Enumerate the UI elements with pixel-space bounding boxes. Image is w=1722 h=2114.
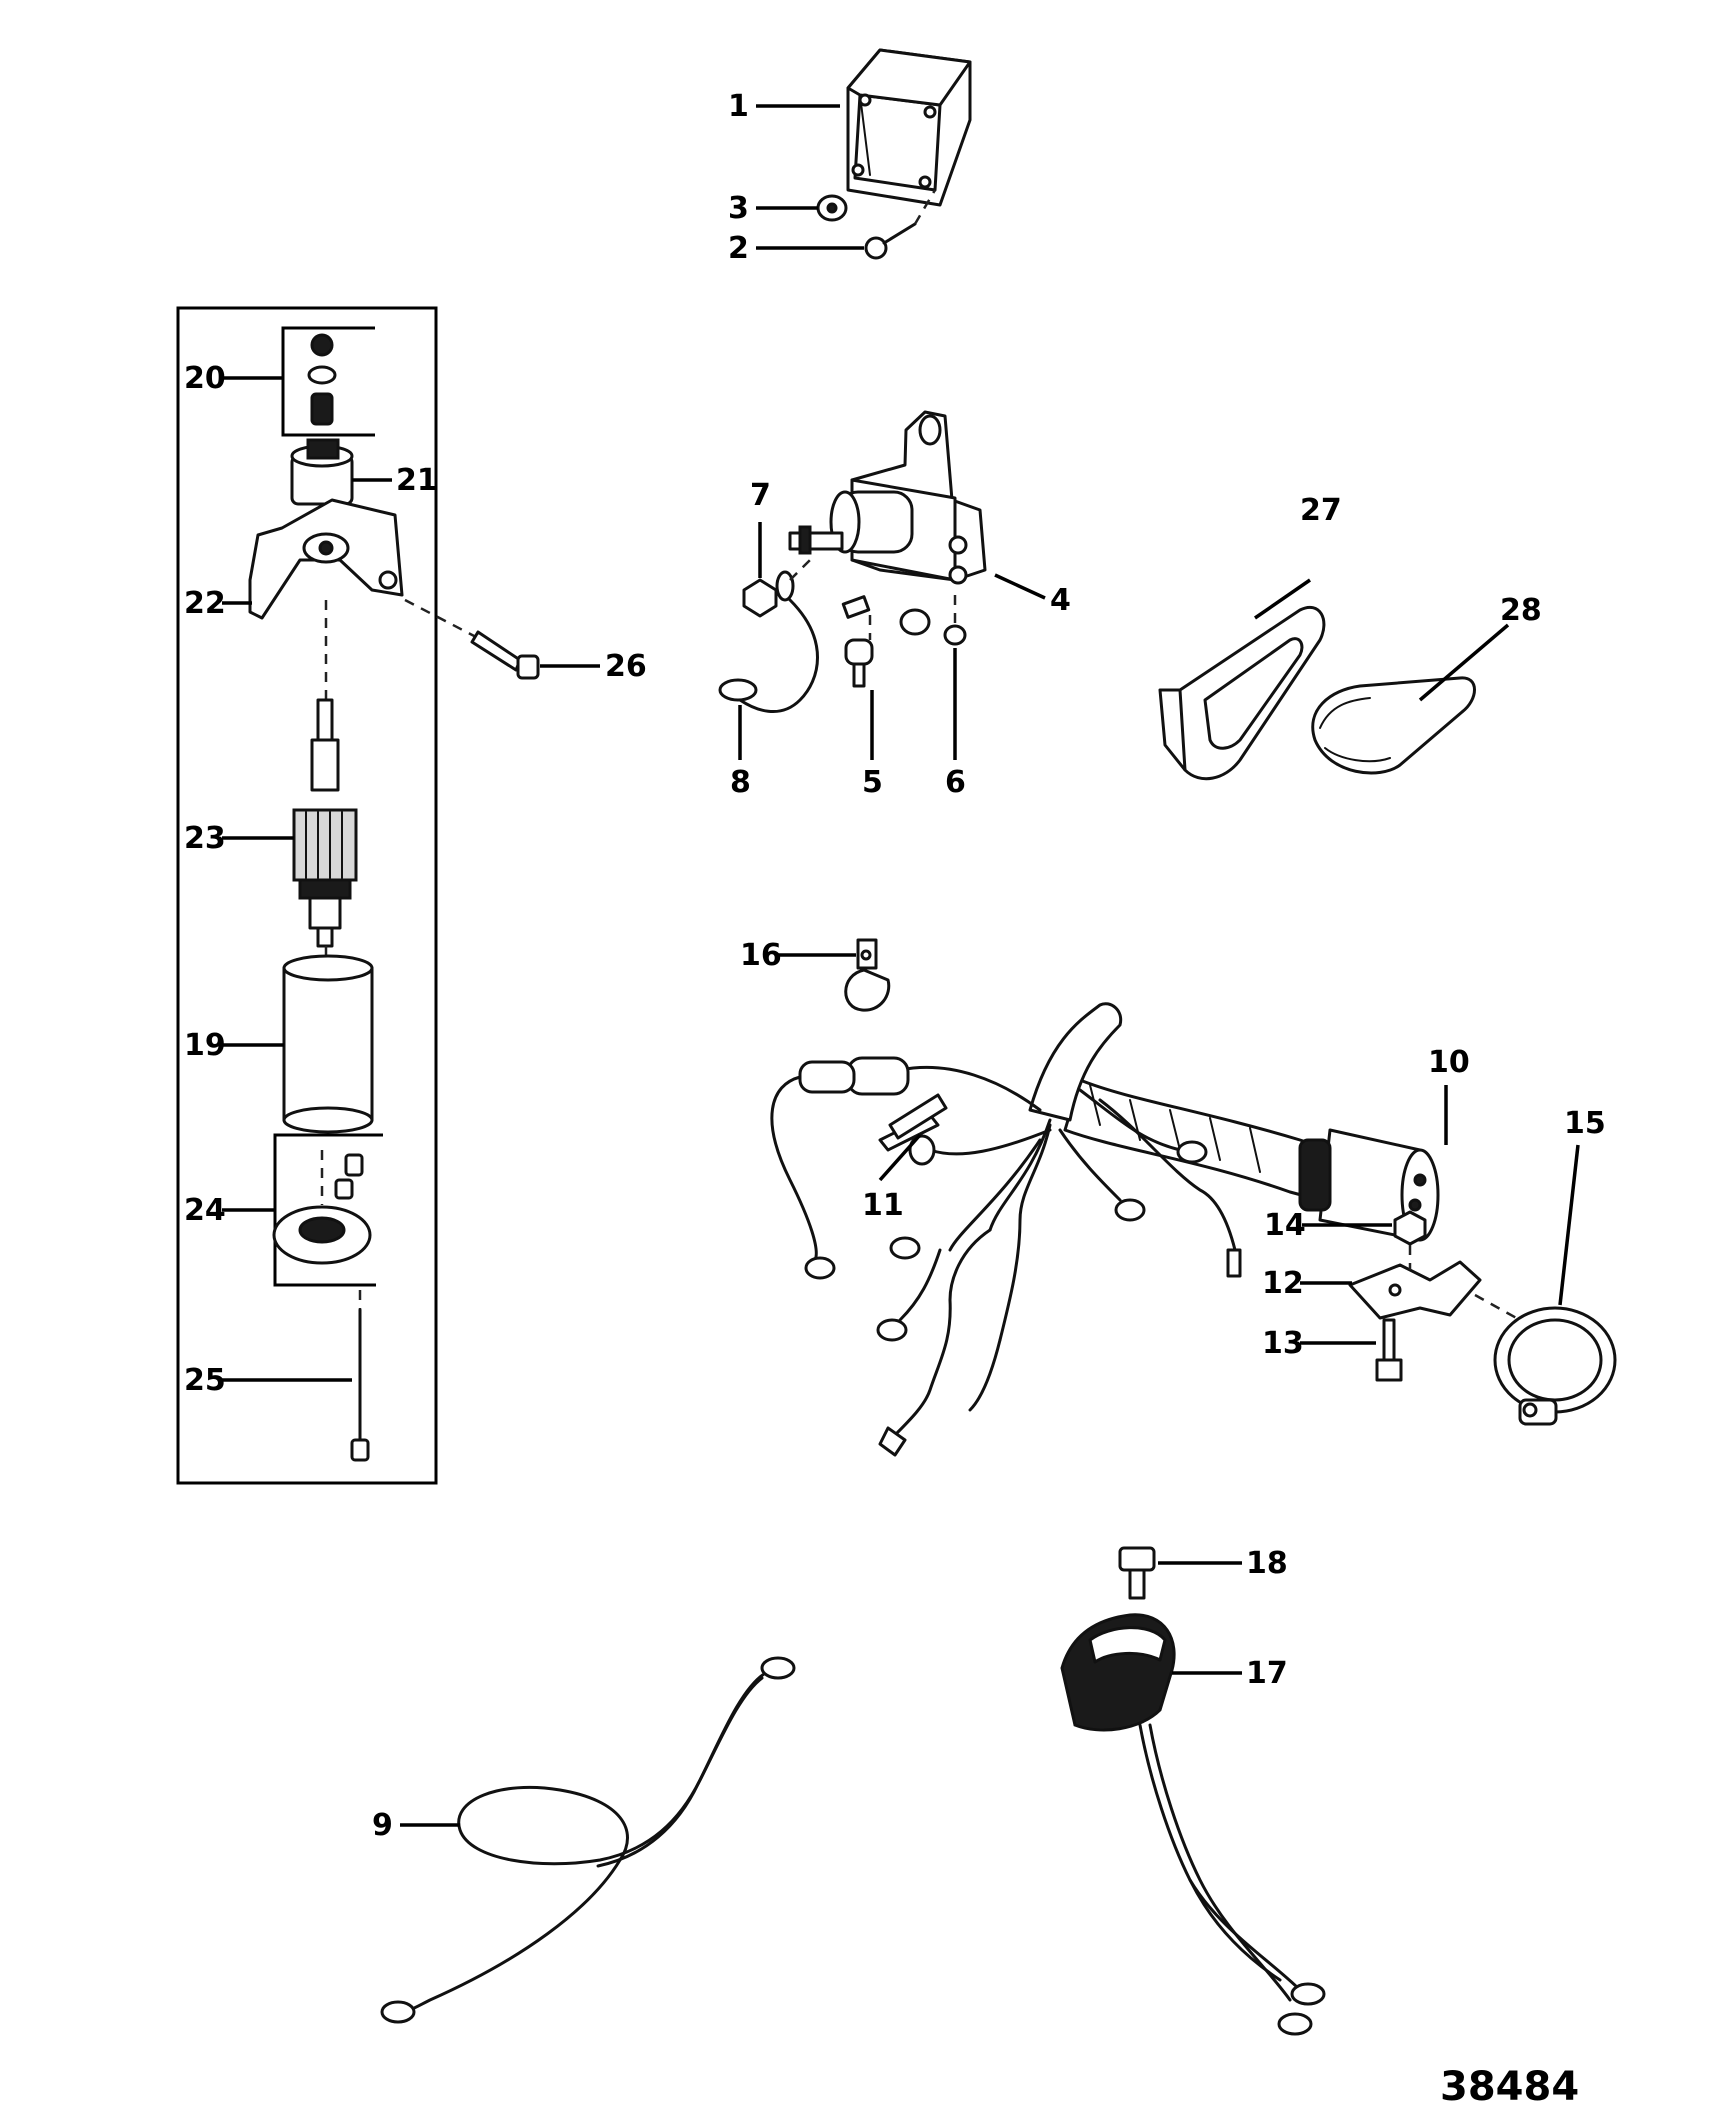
callout-18: 18 — [1246, 1546, 1288, 1581]
callout-26: 26 — [605, 649, 647, 684]
part-13-screw — [1375, 1318, 1403, 1382]
part-9-ground-wire — [380, 1656, 796, 2024]
callout-12: 12 — [1262, 1266, 1304, 1301]
callout-27: 27 — [1300, 493, 1342, 528]
callout-25: 25 — [184, 1363, 226, 1398]
callout-7: 7 — [750, 478, 771, 513]
callout-2: 2 — [728, 231, 749, 266]
part-3-washer — [816, 194, 848, 222]
callout-1: 1 — [728, 89, 749, 124]
part-27-cover-plate — [1158, 605, 1326, 781]
part-6-nut — [943, 595, 967, 646]
callout-16: 16 — [740, 938, 782, 973]
part-5-screw — [844, 638, 874, 688]
callout-24: 24 — [184, 1193, 226, 1228]
part-10-main-harness — [1028, 1002, 1440, 1242]
part-11-fuse — [888, 1093, 948, 1140]
callout-8: 8 — [730, 765, 751, 800]
part-19-motor-housing — [282, 954, 374, 1134]
part-25-through-bolt — [350, 1290, 370, 1462]
callout-3: 3 — [728, 191, 749, 226]
callout-23: 23 — [184, 821, 226, 856]
drawing-reference-number: 38484 — [1440, 2064, 1579, 2110]
part-20-hardware-set — [281, 326, 375, 437]
callout-22: 22 — [184, 586, 226, 621]
part-1-cover-box — [846, 48, 972, 207]
callout-10: 10 — [1428, 1045, 1470, 1080]
callout-11: 11 — [862, 1188, 904, 1223]
part-23-armature — [292, 600, 358, 965]
callout-14: 14 — [1264, 1208, 1306, 1243]
callout-15: 15 — [1564, 1106, 1606, 1141]
callout-21: 21 — [396, 463, 438, 498]
starter-motor-group-frame — [176, 306, 438, 1485]
callout-19: 19 — [184, 1028, 226, 1063]
part-18-screw — [1118, 1546, 1156, 1600]
part-22-drive-end-frame — [248, 498, 404, 620]
callout-13: 13 — [1262, 1326, 1304, 1361]
callout-5: 5 — [862, 765, 883, 800]
part-17-switch-assembly — [1060, 1613, 1326, 2036]
callout-20: 20 — [184, 361, 226, 396]
part-4-starter-solenoid — [788, 410, 987, 640]
part-8-jumper-wire — [718, 598, 819, 714]
part-12-bracket — [1348, 1245, 1521, 1322]
part-14-nut — [1393, 1210, 1427, 1246]
callout-6: 6 — [945, 765, 966, 800]
part-21-drive-pinion — [290, 438, 354, 506]
part-15-hose-clamp — [1493, 1306, 1617, 1426]
part-26-bolt — [404, 598, 540, 680]
part-24-end-cap-brushes — [272, 1133, 383, 1287]
callout-4: 4 — [1050, 583, 1071, 618]
part-28-grommet — [1311, 676, 1476, 775]
callout-17: 17 — [1246, 1656, 1288, 1691]
part-7-nut-and-washer — [742, 559, 811, 618]
part-2-screw — [864, 189, 937, 260]
callout-28: 28 — [1500, 593, 1542, 628]
part-16-clamp — [844, 938, 891, 1012]
callout-9: 9 — [372, 1808, 393, 1843]
callout-labels: 1 2 3 4 5 6 7 8 9 10 11 12 13 14 15 16 1… — [184, 89, 1606, 1843]
leader-lines — [222, 104, 1580, 1827]
